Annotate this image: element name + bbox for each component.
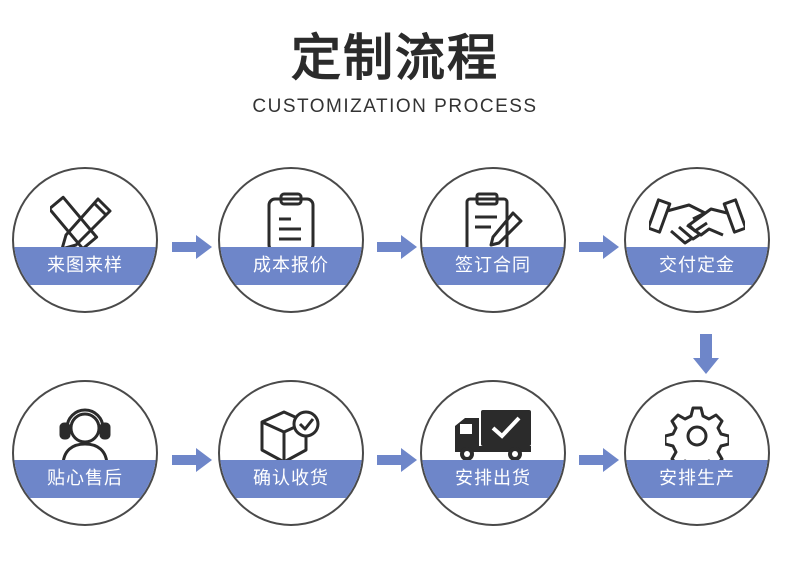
step-production: 安排生产 (624, 380, 770, 526)
handshake-icon (649, 198, 745, 245)
step-label: 成本报价 (220, 247, 362, 285)
step-aftersales: 贴心售后 (12, 380, 158, 526)
step-label: 交付定金 (626, 247, 768, 285)
step-label: 安排生产 (626, 460, 768, 498)
step-deposit: 交付定金 (624, 167, 770, 313)
step-quote: 成本报价 (218, 167, 364, 313)
arrow-right-icon (172, 448, 212, 472)
step-label: 安排出货 (422, 460, 564, 498)
truck-check-icon (455, 410, 531, 461)
step-receipt: 确认收货 (218, 380, 364, 526)
page-title: 定制流程 (291, 29, 499, 87)
clipboard-icon (267, 192, 315, 253)
arrow-right-icon (377, 235, 417, 259)
arrow-right-icon (377, 448, 417, 472)
step-sample: 来图来样 (12, 167, 158, 313)
arrow-right-icon (579, 448, 619, 472)
arrow-right-icon (172, 235, 212, 259)
headset-agent-icon (59, 408, 111, 467)
arrow-down-icon (693, 334, 719, 374)
ruler-pencil-icon (50, 195, 112, 251)
step-label: 来图来样 (14, 247, 156, 285)
step-contract: 签订合同 (420, 167, 566, 313)
arrow-right-icon (579, 235, 619, 259)
gear-icon (665, 406, 729, 468)
step-label: 贴心售后 (14, 460, 156, 498)
page-subtitle: CUSTOMIZATION PROCESS (252, 96, 538, 117)
box-check-icon (260, 410, 320, 464)
step-label: 确认收货 (220, 460, 362, 498)
step-shipping: 安排出货 (420, 380, 566, 526)
step-label: 签订合同 (422, 247, 564, 285)
contract-pen-icon (465, 192, 523, 253)
